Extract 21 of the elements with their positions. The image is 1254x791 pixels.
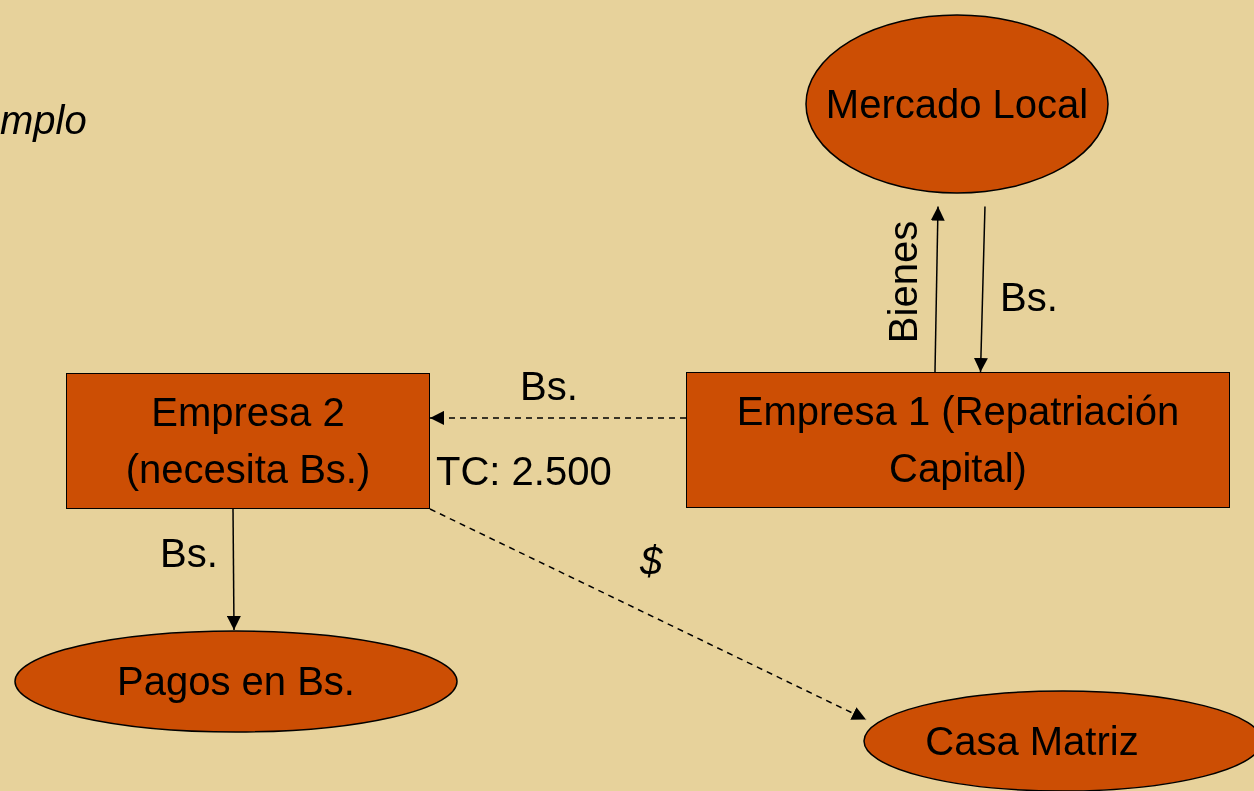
arrow <box>973 205 988 373</box>
arrow <box>226 508 241 631</box>
title: mplo <box>0 97 87 144</box>
edge-label: Bs. <box>1000 274 1058 320</box>
exchange-rate-note: TC: 2.500 <box>436 448 612 494</box>
node-text: Mercado Local <box>824 80 1090 128</box>
node-text: Pagos en Bs. <box>116 658 356 705</box>
edge-label: Bs. <box>520 363 578 409</box>
process-box <box>66 373 430 509</box>
node-text: Empresa 2 (necesita Bs.) <box>124 389 372 493</box>
node-text: Casa Matriz <box>924 717 1140 765</box>
arrow <box>429 508 867 721</box>
edge-label: Bs. <box>160 530 218 576</box>
edge-label: $ <box>640 538 663 584</box>
arrow <box>429 410 687 425</box>
arrow <box>930 205 945 373</box>
node-text: Empresa 1 (Repatriación Capital) <box>735 388 1181 492</box>
ellipse-node <box>805 14 1109 194</box>
edge-label: Bienes <box>880 220 926 344</box>
process-box <box>686 372 1230 508</box>
ellipse-node <box>14 630 458 733</box>
